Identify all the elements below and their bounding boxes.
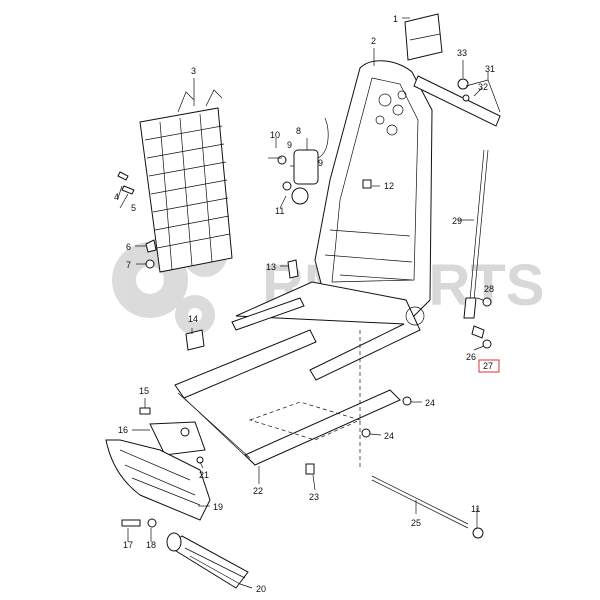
callout-24-a: 24 (425, 398, 435, 408)
part-12-clip (362, 179, 372, 189)
callout-28: 28 (484, 284, 494, 294)
callout-24-b: 24 (384, 431, 394, 441)
callout-19: 19 (213, 502, 223, 512)
callout-4: 4 (114, 192, 119, 202)
part-27-bolt (482, 339, 492, 349)
callout-5: 5 (131, 203, 136, 213)
callout-12: 12 (384, 181, 394, 191)
callout-11-b: 11 (471, 504, 480, 514)
callout-3: 3 (191, 66, 196, 76)
callout-32: 32 (478, 82, 488, 92)
part-13-lever (287, 259, 299, 279)
part-28-nut (482, 297, 492, 307)
part-25-rod (371, 475, 469, 529)
part-4-5 (117, 171, 135, 195)
callout-7: 7 (126, 260, 131, 270)
callout-6: 6 (126, 242, 131, 252)
callout-22: 22 (253, 486, 263, 496)
callout-33: 33 (457, 48, 467, 58)
callout-16: 16 (118, 425, 128, 435)
part-24-bolt-a (402, 396, 412, 406)
callout-25: 25 (411, 518, 421, 528)
callout-31: 31 (485, 64, 495, 74)
callout-14: 14 (188, 314, 198, 324)
part-19-cover (105, 439, 211, 521)
callout-27: 27 (483, 361, 493, 371)
callout-18: 18 (146, 540, 156, 550)
part-14-bracket (185, 329, 205, 351)
callout-1: 1 (393, 14, 398, 24)
part-31-32-bracket (413, 75, 501, 127)
part-24-bolt-b (361, 428, 371, 438)
part-motor (268, 117, 329, 205)
callout-23: 23 (309, 492, 319, 502)
callout-8: 8 (296, 126, 301, 136)
callout-15: 15 (139, 386, 149, 396)
part-17-screw (121, 519, 141, 527)
part-15-16-21 (139, 407, 206, 464)
part-seat-frame (174, 281, 425, 470)
callout-9-b: 9 (318, 158, 323, 168)
part-23-bolt (305, 463, 315, 475)
part-backrest-frame (314, 60, 433, 321)
highlight-box (478, 359, 500, 373)
callout-13: 13 (266, 262, 276, 272)
part-11-nut (472, 527, 484, 539)
part-headrest-guide (404, 13, 443, 61)
callout-27-highlight[interactable]: 27 (478, 359, 500, 373)
callout-9-a: 9 (287, 140, 292, 150)
part-spring-mat (139, 89, 233, 273)
callout-29: 29 (452, 216, 462, 226)
part-29-rod (463, 149, 489, 319)
part-20-actuator (166, 532, 249, 589)
callout-17: 17 (123, 540, 133, 550)
callout-11-a: 11 (275, 206, 284, 216)
callout-2: 2 (371, 36, 376, 46)
callout-26: 26 (466, 352, 476, 362)
callout-21: 21 (199, 470, 209, 480)
leader-lines (117, 17, 501, 589)
callout-10: 10 (270, 130, 280, 140)
part-18-washer (147, 518, 157, 528)
part-26-spring (471, 325, 485, 339)
callout-labels: 1 2 3 4 5 6 7 8 9 9 10 11 11 12 13 14 15… (114, 14, 495, 594)
callout-20: 20 (256, 584, 266, 594)
